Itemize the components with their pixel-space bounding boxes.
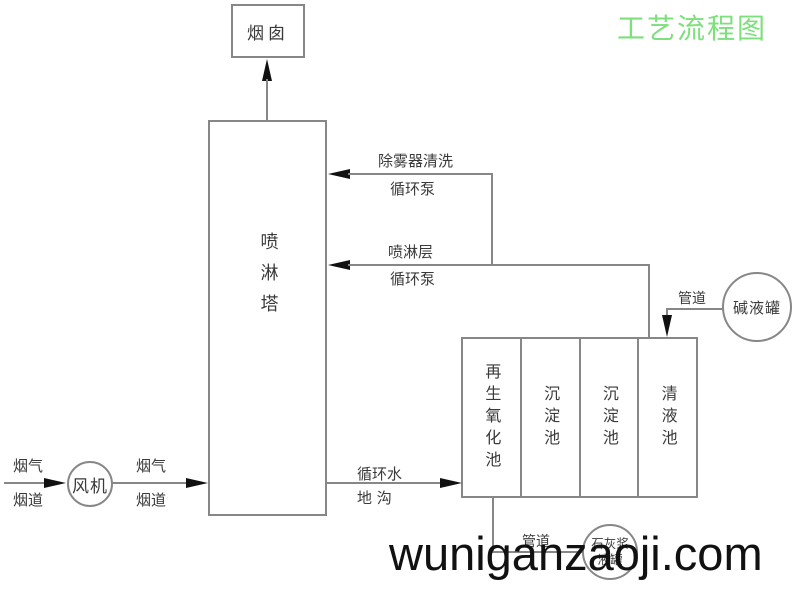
spray-layer-label-line1: 喷淋层	[388, 243, 434, 261]
pool-regeneration-oxidation: 再生氧化池	[463, 339, 522, 496]
inlet-duct-label-line1: 烟气	[13, 457, 44, 475]
clear-pool-riser-line	[648, 264, 650, 339]
lime-pipe-line-h	[492, 551, 583, 553]
demister-wash-label-line2: 循环泵	[390, 180, 436, 198]
alkali-pipe-label: 管道	[678, 291, 706, 307]
inlet-duct-label-line2: 烟道	[13, 491, 44, 509]
lime-tank-label-line1: 石灰浆	[591, 536, 629, 552]
chimney-label: 烟囱	[247, 23, 289, 44]
fan-circle: 风机	[67, 461, 113, 507]
arrowhead-inlet-to-fan-icon	[44, 478, 66, 488]
fan-label: 风机	[72, 476, 108, 497]
tower-to-chimney-line	[266, 79, 268, 120]
lime-tank-label-line2: 液罐	[597, 552, 623, 567]
chimney-box: 烟囱	[231, 4, 305, 58]
circulating-water-line	[326, 482, 441, 484]
demister-spray-connector-line	[491, 173, 493, 266]
pool-label: 清液池	[658, 384, 678, 451]
alkali-pipe-line-v	[666, 309, 668, 318]
pool-clear-liquid: 清液池	[639, 339, 696, 496]
arrowhead-alkali-to-pool-icon	[662, 315, 672, 337]
demister-wash-label-line1: 除雾器清洗	[378, 152, 454, 170]
watermark-text: wuniganzaoji.com	[389, 527, 763, 580]
spray-layer-label-line2: 循环泵	[390, 270, 436, 288]
lime-slurry-tank-circle: 石灰浆 液罐	[582, 524, 638, 580]
arrowhead-to-chimney-icon	[262, 59, 272, 81]
lime-pipe-label: 管道	[522, 534, 550, 550]
circulating-water-label-line2: 地 沟	[357, 489, 392, 507]
alkali-tank-circle: 碱液罐	[722, 272, 792, 342]
arrowhead-spray-layer-icon	[328, 260, 350, 270]
alkali-tank-label: 碱液罐	[732, 298, 781, 317]
arrowhead-demister-wash-icon	[328, 169, 350, 179]
demister-wash-line	[348, 173, 493, 175]
spray-layer-line	[348, 264, 650, 266]
pool-sedimentation-2: 沉淀池	[581, 339, 640, 496]
lime-pipe-line-v	[492, 496, 494, 553]
pool-label: 沉淀池	[599, 384, 619, 451]
pool-label: 沉淀池	[541, 384, 561, 451]
fan-to-tower-duct-line	[112, 482, 187, 484]
pool-label: 再生氧化池	[482, 362, 502, 473]
diagram-title: 工艺流程图	[617, 12, 768, 45]
arrowhead-fan-to-tower-icon	[186, 478, 208, 488]
alkali-pipe-line-h	[666, 308, 723, 310]
fan-duct-label-line1: 烟气	[136, 457, 167, 475]
pool-group: 再生氧化池 沉淀池 沉淀池 清液池	[461, 337, 698, 498]
spray-tower-box: 喷淋塔	[208, 120, 327, 516]
fan-duct-label-line2: 烟道	[136, 491, 167, 509]
spray-tower-label: 喷淋塔	[257, 232, 279, 325]
pool-sedimentation-1: 沉淀池	[522, 339, 581, 496]
inlet-duct-line	[4, 482, 45, 484]
arrowhead-to-pool-icon	[440, 478, 462, 488]
circulating-water-label-line1: 循环水	[357, 465, 403, 483]
